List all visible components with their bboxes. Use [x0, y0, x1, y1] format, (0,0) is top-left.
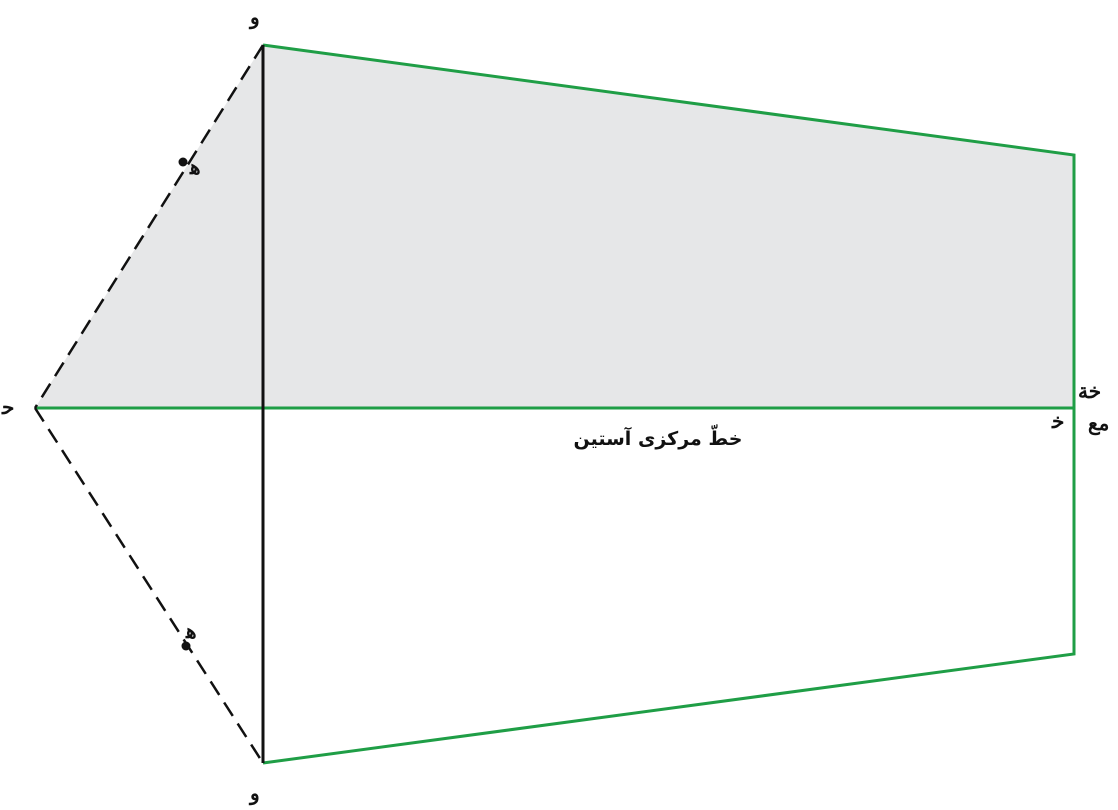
bottom-point-label: ﻭ — [248, 781, 260, 806]
top-point-label: ﻭ — [248, 5, 260, 30]
upper-mid-point-label: ﻫ — [189, 155, 201, 179]
upper-mid-point-dot — [178, 157, 188, 167]
center-line-caption: خطّ مرکزی آستین — [574, 425, 743, 450]
lower-mid-point-dot — [181, 641, 191, 651]
right-edge-lower-label: ﻣﻊ — [1088, 411, 1109, 436]
sleeve-bottom-edge — [262, 408, 1076, 765]
right-point-label: ﺧ — [1051, 409, 1064, 433]
right-edge-upper-label: ﺧﺔ — [1078, 379, 1101, 403]
lower-dashed-guide — [33, 407, 265, 764]
upper-dashed-guide — [33, 44, 265, 409]
sleeve-top-edge — [262, 43, 1076, 408]
sleeve-upper-shaded-area — [35, 45, 1074, 408]
left-point-label: ﺣ — [1, 395, 14, 419]
lower-mid-point-label: ﻫ — [185, 619, 197, 643]
